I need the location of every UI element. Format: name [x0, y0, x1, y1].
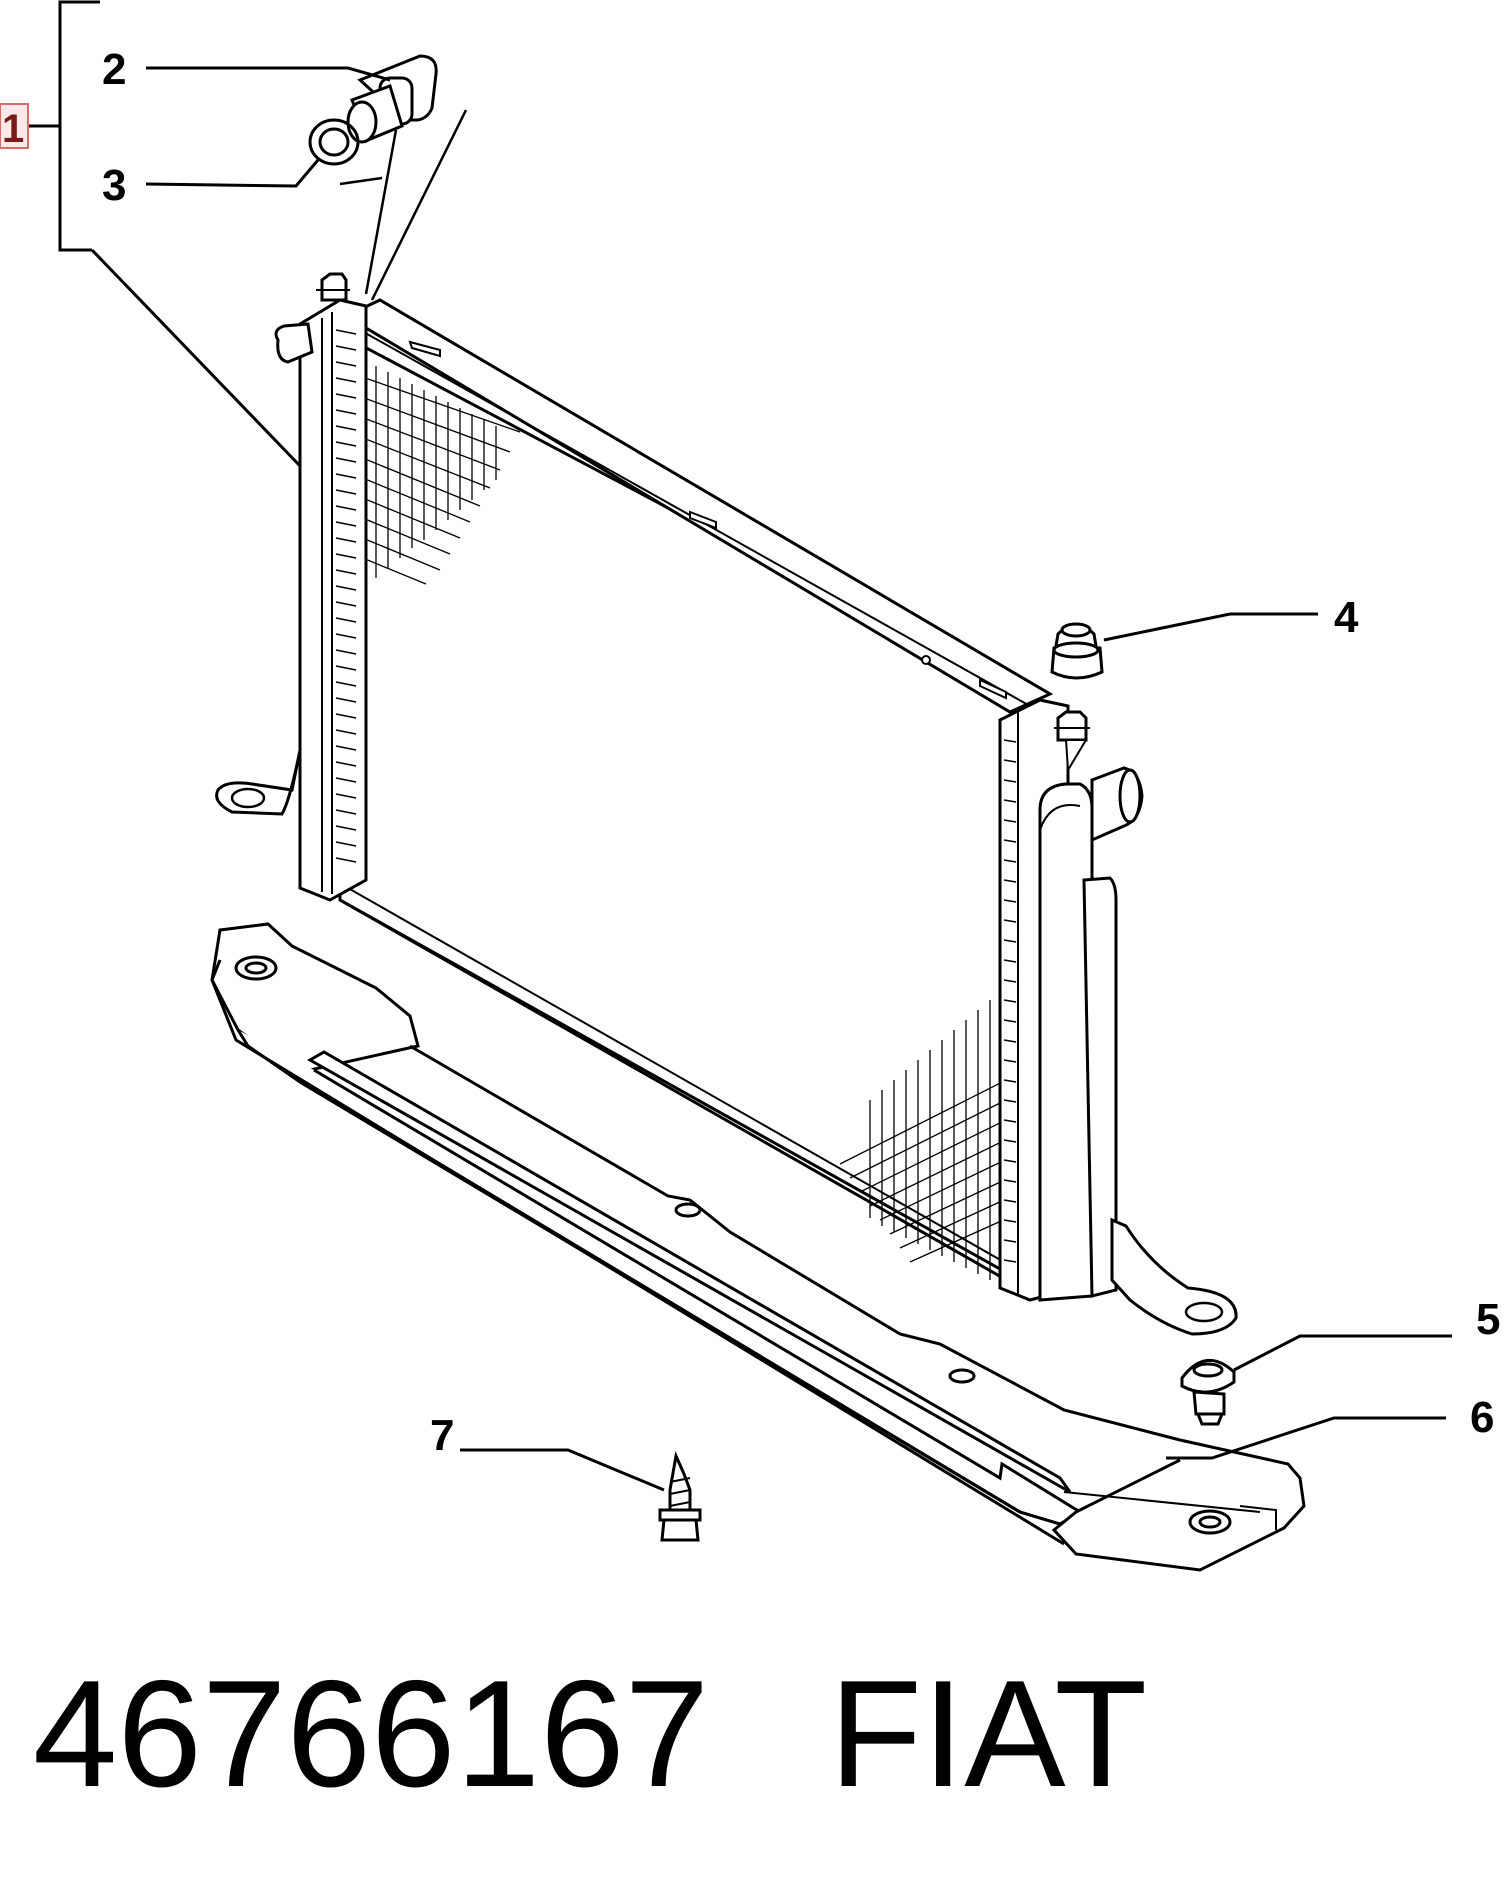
- callout-6: 6: [1166, 1393, 1494, 1460]
- callout-1: 1: [0, 103, 29, 151]
- callout-6-label: 6: [1470, 1393, 1494, 1442]
- rubber-mount-part-4: [1050, 622, 1104, 680]
- screw-part-7: [658, 1450, 702, 1542]
- callout-bracket-1: [28, 0, 304, 470]
- callout-2: 2: [102, 45, 391, 94]
- right-tank-tube-ends: [1003, 739, 1017, 1263]
- callout-3-label: 3: [102, 161, 126, 210]
- callout-7: 7: [430, 1411, 665, 1492]
- radiator-right-column: [1038, 782, 1094, 1302]
- left-filler-neck: [320, 272, 348, 302]
- callout-2-label: 2: [102, 45, 126, 94]
- callout-7-label: 7: [430, 1411, 454, 1460]
- left-top-clip: [274, 322, 314, 364]
- part-number: 46766167: [32, 1649, 710, 1819]
- rubber-mount-part-5: [1180, 1358, 1236, 1426]
- leader-2-3-to-radiator: [339, 109, 468, 301]
- brand-name: FIAT: [829, 1649, 1148, 1819]
- radiator-assembly: [215, 272, 1238, 1336]
- radiator-side-duct: [1082, 876, 1118, 1298]
- radiator-top-rail: [342, 298, 1054, 714]
- callout-3: 3: [102, 159, 320, 210]
- callout-5: 5: [1233, 1295, 1500, 1372]
- radiator-exploded-diagram: 1 2 3: [0, 0, 1500, 1572]
- callout-5-label: 5: [1476, 1295, 1500, 1344]
- drain-plug-part-2: [346, 54, 438, 144]
- callout-4: 4: [1103, 593, 1359, 642]
- right-top-neck: [1056, 710, 1088, 742]
- o-ring-part-3: [308, 118, 360, 166]
- lower-crossmember-part-6: [210, 922, 1306, 1572]
- callout-4-label: 4: [1334, 593, 1359, 642]
- callout-1-label: 1: [2, 107, 24, 151]
- left-tank-tube-ends: [335, 329, 357, 863]
